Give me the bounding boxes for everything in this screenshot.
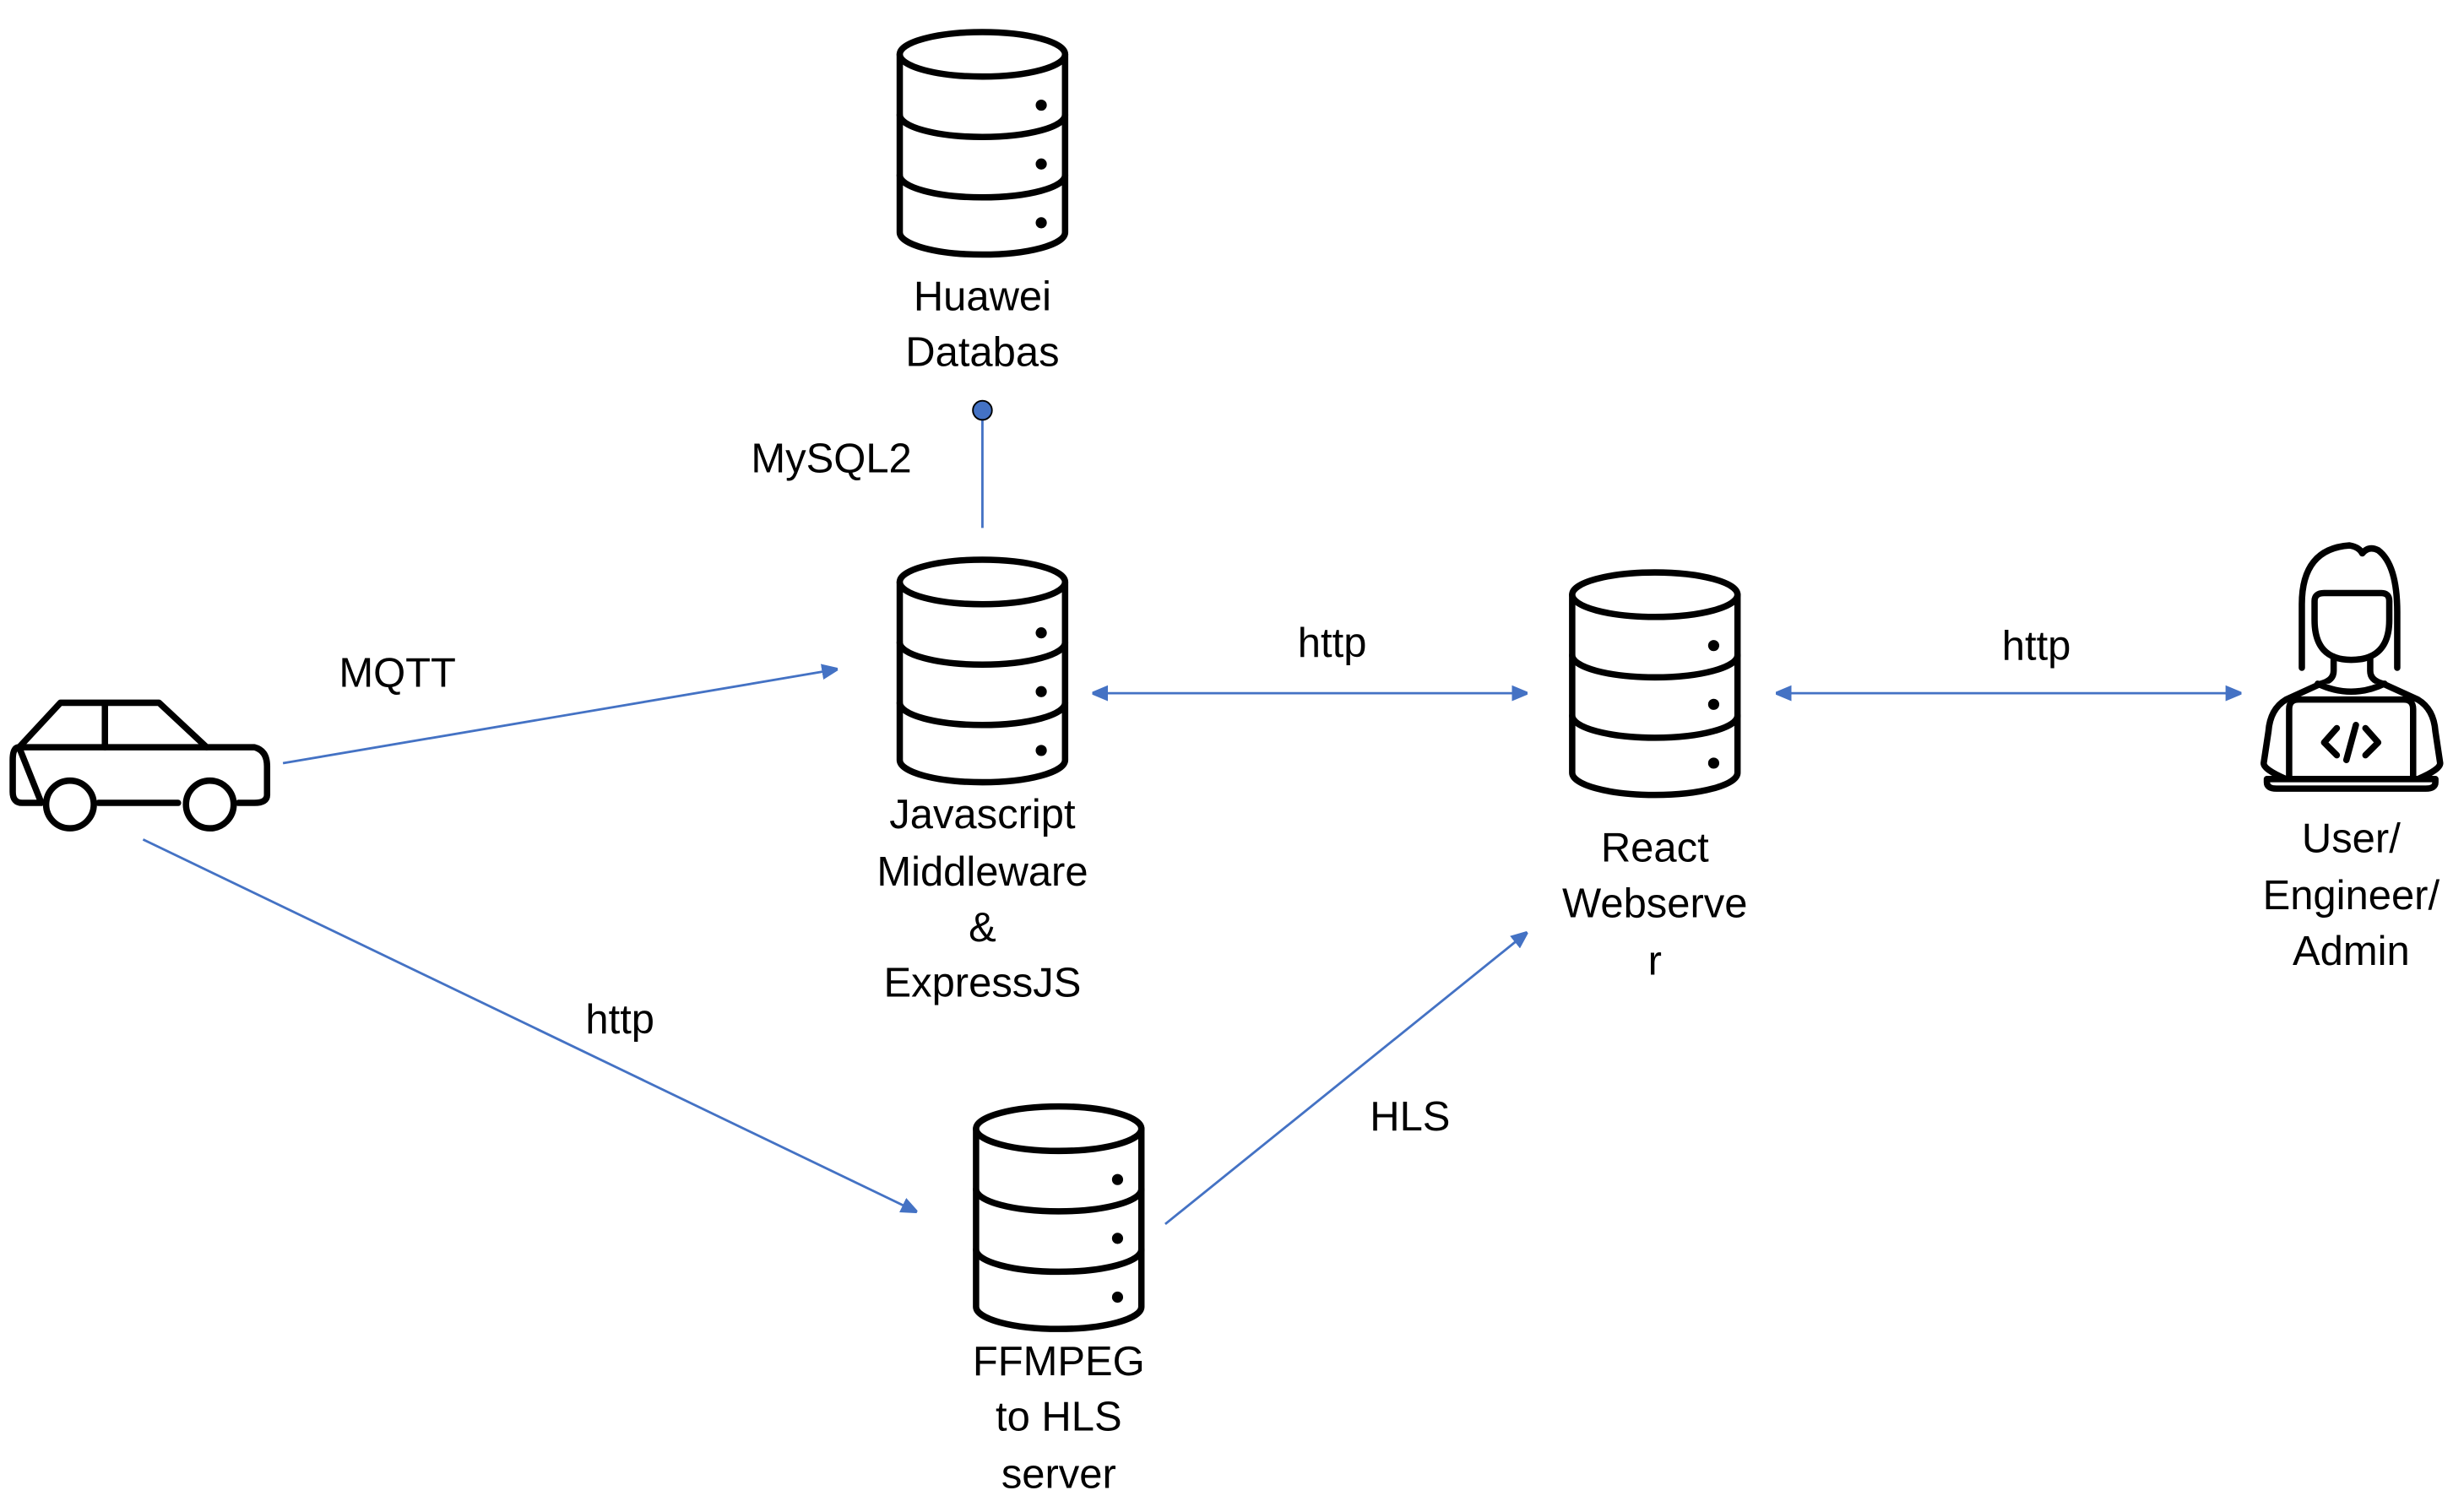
node-label: Databas — [905, 329, 1059, 375]
node-label: Webserve — [1562, 881, 1747, 927]
node-label: ExpressJS — [883, 961, 1081, 1006]
database-icon — [900, 560, 1066, 783]
edge-car-ffmpeg: http — [142, 838, 915, 1211]
node-react-webserver: React Webserve r — [1562, 572, 1747, 984]
database-icon — [976, 1107, 1142, 1330]
node-middleware: Javascript Middleware & ExpressJS — [877, 560, 1088, 1006]
node-label: server — [1001, 1451, 1116, 1497]
developer-user-icon — [2260, 542, 2444, 792]
node-huawei-db: Huawei Databas — [900, 32, 1066, 375]
node-label: FFMPEG — [973, 1339, 1145, 1385]
edge-label-http: http — [1298, 621, 1367, 666]
node-label: to HLS — [996, 1395, 1122, 1440]
node-label: Middleware — [877, 849, 1088, 895]
edge-hls: HLS — [1164, 933, 1526, 1226]
node-label: Engineer/ — [2263, 873, 2440, 919]
edge-label-mqtt: MQTT — [339, 651, 456, 696]
edge-react-user: http — [1777, 624, 2240, 694]
car-icon — [9, 699, 271, 832]
edge-label-hls: HLS — [1370, 1094, 1450, 1140]
node-label: React — [1601, 826, 1709, 871]
edge-mysql: MySQL2 — [751, 399, 993, 528]
node-label: r — [1648, 938, 1662, 984]
node-label: Huawei — [914, 274, 1051, 319]
node-label: Javascript — [889, 792, 1076, 837]
edge-middleware-react: http — [1094, 621, 1526, 693]
edge-label-http: http — [585, 997, 654, 1043]
node-label: Admin — [2293, 929, 2410, 974]
node-ffmpeg: FFMPEG to HLS server — [973, 1107, 1145, 1497]
node-label: & — [969, 905, 996, 951]
database-icon — [900, 32, 1066, 255]
node-user: User/ Engineer/ Admin — [2260, 542, 2444, 974]
database-icon — [1572, 572, 1738, 795]
edge-label-mysql: MySQL2 — [751, 436, 911, 481]
node-label: User/ — [2302, 816, 2401, 861]
edge-label-http: http — [2002, 624, 2071, 669]
edge-mqtt: MQTT — [282, 651, 836, 765]
